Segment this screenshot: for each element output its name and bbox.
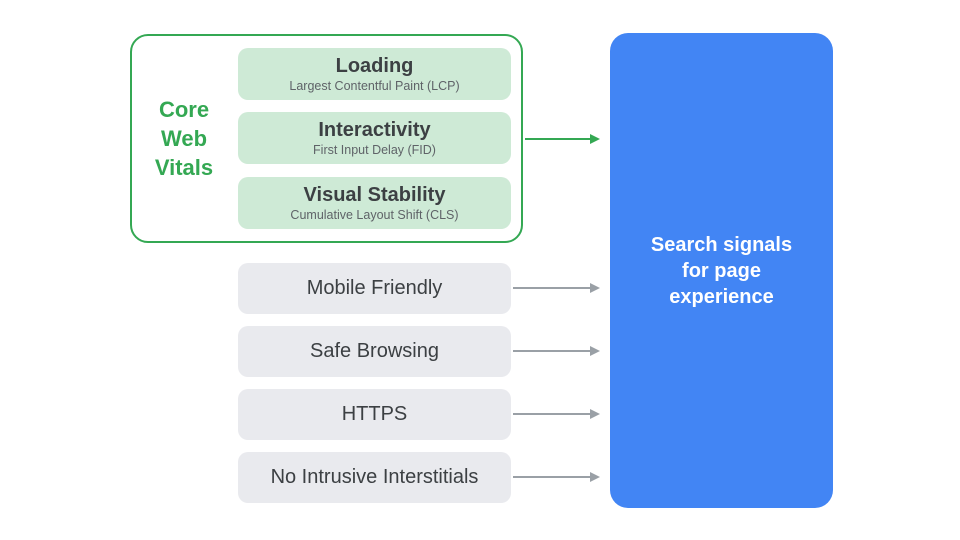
vital-title: Visual Stability [303,183,446,206]
target-label-line: experience [669,285,774,308]
vital-pill-visual-stability: Visual Stability Cumulative Layout Shift… [238,177,511,229]
signal-pill-https: HTTPS [238,389,511,440]
target-label-line: for page [682,259,761,282]
signal-pill-no-intrusive-interstitials: No Intrusive Interstitials [238,452,511,503]
signal-pill-safe-browsing: Safe Browsing [238,326,511,377]
gray-arrow-icon [513,408,600,419]
vital-title: Interactivity [318,118,431,141]
target-box-search-signals: Search signals for page experience [610,33,833,508]
vital-subtitle: Cumulative Layout Shift (CLS) [290,207,459,222]
signal-label: No Intrusive Interstitials [270,466,479,488]
signal-label: HTTPS [341,403,408,425]
vital-pill-loading: Loading Largest Contentful Paint (LCP) [238,48,511,100]
signal-pill-mobile-friendly: Mobile Friendly [238,263,511,314]
green-arrow-icon [525,133,600,144]
vital-subtitle: Largest Contentful Paint (LCP) [289,78,460,93]
signal-label: Mobile Friendly [306,277,443,299]
gray-arrow-icon [513,282,600,293]
target-label-line: Search signals [650,233,793,256]
vital-subtitle: First Input Delay (FID) [313,142,436,157]
core-web-vitals-label-line: Core [158,97,210,122]
signal-label: Safe Browsing [310,340,439,362]
core-web-vitals-label: Core Web Vitals [130,34,238,243]
core-web-vitals-label-line: Web [160,126,208,151]
vital-pill-interactivity: Interactivity First Input Delay (FID) [238,112,511,164]
gray-arrow-icon [513,345,600,356]
core-web-vitals-label-line: Vitals [154,155,214,180]
gray-arrow-icon [513,471,600,482]
vital-title: Loading [335,54,414,77]
